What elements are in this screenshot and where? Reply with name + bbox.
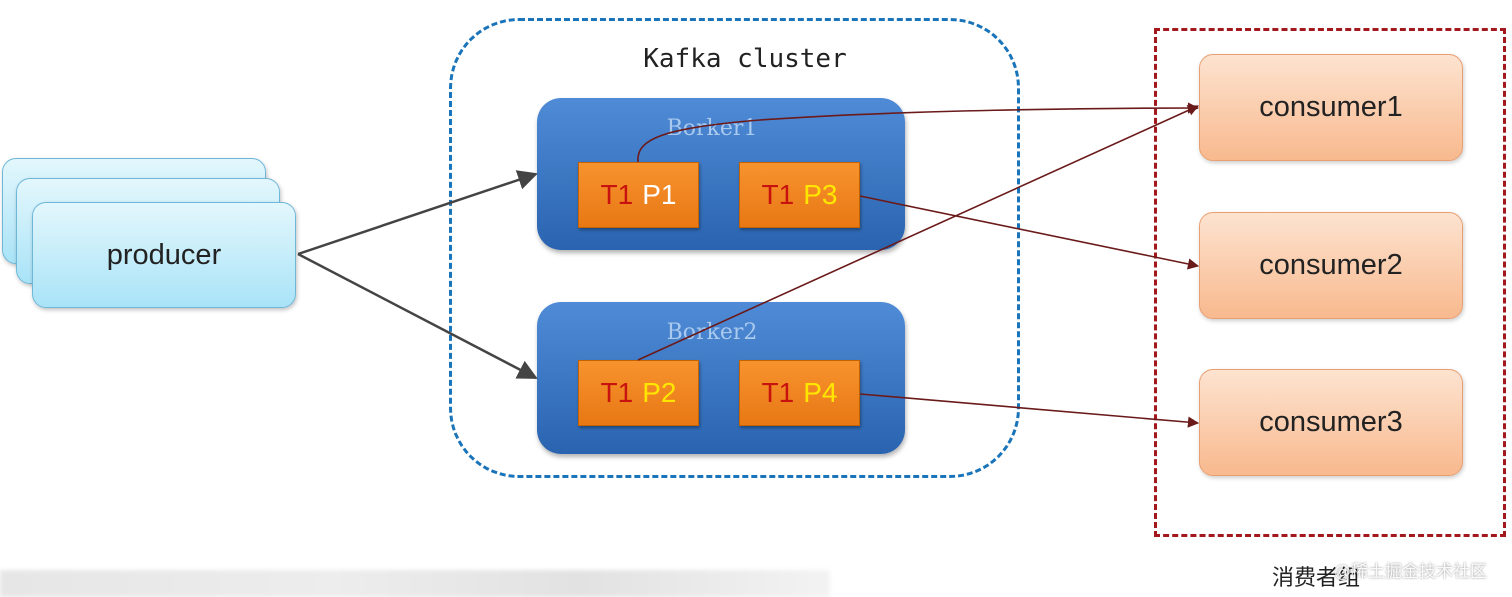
producer-card-front	[32, 202, 296, 308]
partition-id: P3	[803, 179, 838, 210]
partition-id: P4	[803, 377, 838, 408]
partition-topic: T1	[761, 179, 795, 210]
partition-topic: T1	[600, 179, 634, 210]
broker-1-label: Borker1	[666, 116, 758, 141]
p3-to-consumer2-arrow	[859, 195, 1200, 270]
consumer-group-label: 消费者组	[1272, 566, 1361, 591]
consumer-2: consumer2	[1199, 212, 1463, 319]
consumer-1: consumer1	[1199, 54, 1463, 161]
blurred-footer	[0, 570, 830, 597]
partition-t1-p3: T1 P3	[739, 162, 860, 228]
partition-id: P1	[642, 179, 677, 210]
partition-topic: T1	[600, 377, 634, 408]
partition-t1-p4: T1 P4	[739, 360, 860, 426]
consumer-group-boundary	[1154, 28, 1506, 537]
partition-t1-p1: T1 P1	[578, 162, 699, 228]
partition-topic: T1	[761, 377, 795, 408]
producer-to-broker2-arrow	[297, 252, 538, 380]
p2-to-consumer1-arrow	[637, 105, 1200, 361]
partition-id: P2	[642, 377, 677, 408]
p1-to-consumer1-arrow	[637, 102, 1200, 163]
consumer-3: consumer3	[1199, 369, 1463, 476]
kafka-cluster-title: Kafka cluster	[643, 44, 847, 74]
kafka-cluster-boundary	[449, 18, 1020, 478]
watermark: @稀土掘金技术社区	[1334, 562, 1487, 582]
p4-to-consumer3-arrow	[859, 393, 1200, 428]
producer-label: producer	[106, 238, 222, 271]
producer-to-broker1-arrow	[297, 170, 538, 256]
